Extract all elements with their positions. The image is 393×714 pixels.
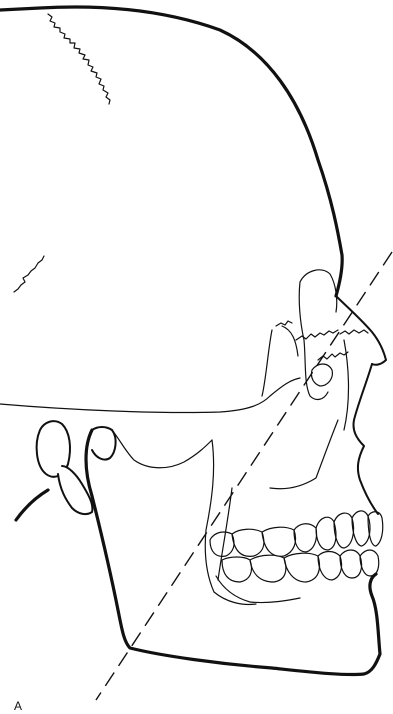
temporal-line: [262, 330, 272, 396]
coronal-suture: [48, 14, 110, 104]
reference-axis-line: [96, 252, 392, 700]
mandibular-condyle: [92, 427, 116, 460]
zygomatic-arch: [0, 378, 300, 413]
maxilla-profile: [353, 364, 378, 514]
squamosal-suture: [14, 256, 44, 292]
alveolar-ridge: [216, 576, 300, 603]
sphenoid-wing: [276, 321, 298, 356]
ramus-inner-line: [218, 488, 232, 580]
coronoid-notch: [112, 430, 212, 468]
mandible-outline: [86, 430, 380, 675]
occipital-base: [16, 490, 48, 520]
upper-teeth: [210, 511, 383, 556]
lower-teeth: [222, 550, 379, 582]
lacrimal-bone: [311, 364, 332, 386]
cranium-outline: [0, 7, 342, 296]
maxillary-sinus-line: [270, 340, 349, 489]
panel-label: A: [14, 700, 22, 712]
